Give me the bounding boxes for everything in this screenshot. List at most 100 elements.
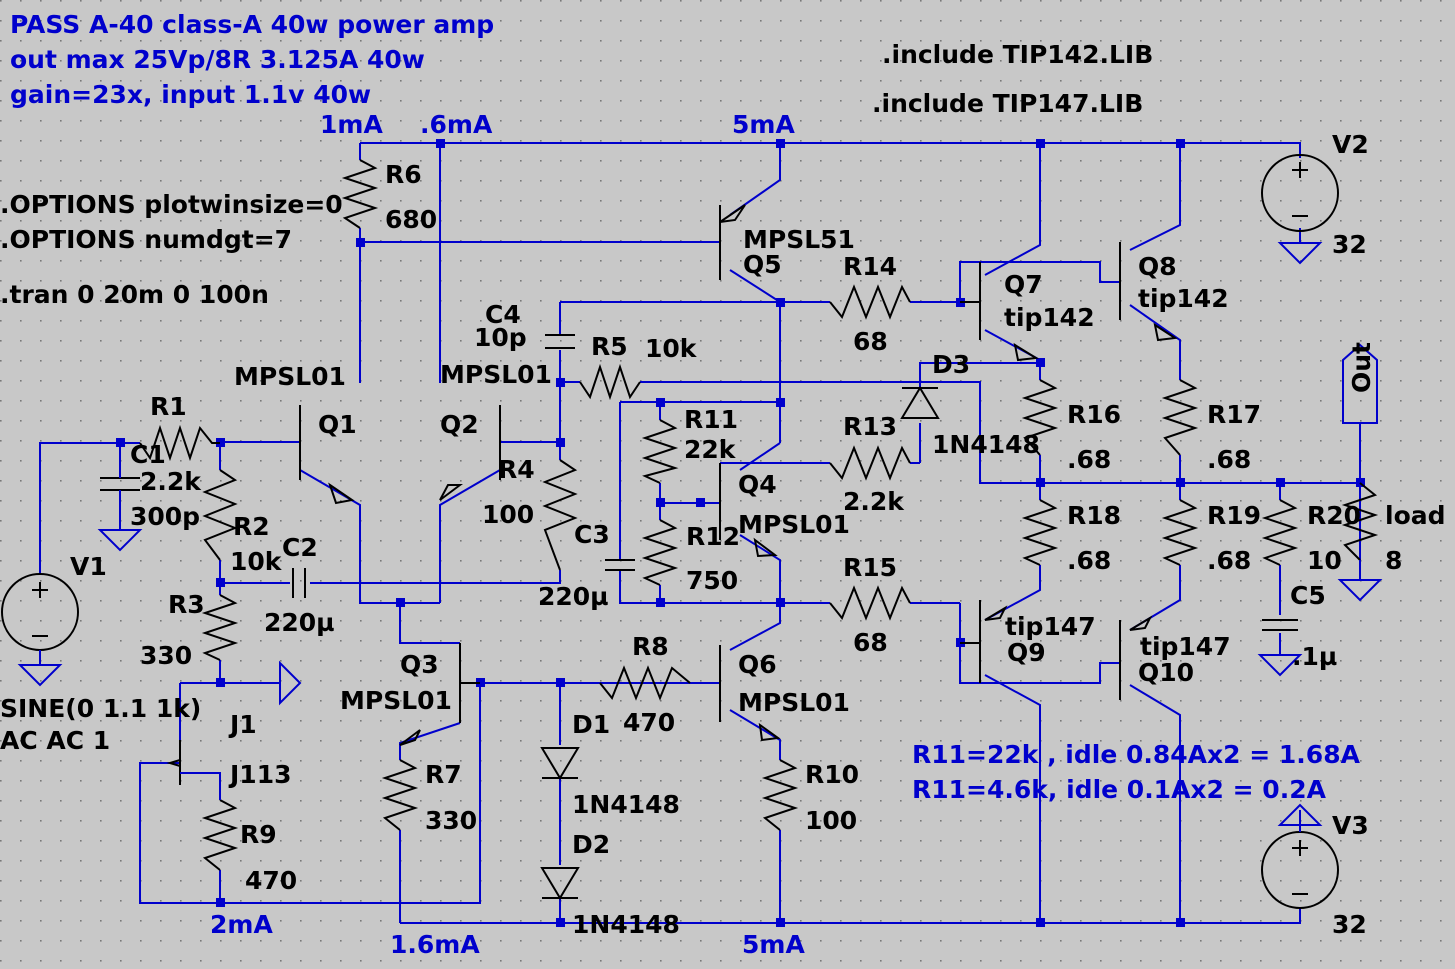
resistor-r12 — [641, 519, 679, 586]
svg-text:R13: R13 — [843, 412, 897, 441]
resistors — [139, 159, 1379, 871]
resistor-r10 — [761, 759, 799, 831]
svg-text:MPSL01: MPSL01 — [340, 686, 452, 715]
svg-text:2.2k: 2.2k — [843, 487, 905, 516]
ground-symbols — [17, 242, 1383, 687]
svg-text:220µ: 220µ — [538, 582, 609, 611]
ground-v2 — [1277, 242, 1323, 265]
svg-text:Q7: Q7 — [1004, 270, 1043, 299]
svg-text:D3: D3 — [932, 350, 970, 379]
svg-text:PASS A-40 class-A 40w power am: PASS A-40 class-A 40w power amp — [10, 10, 494, 39]
svg-text:2mA: 2mA — [210, 910, 273, 939]
capacitor-c3 — [605, 559, 635, 571]
svg-text:.include TIP142.LIB: .include TIP142.LIB — [882, 40, 1153, 69]
svg-text:tip147: tip147 — [1005, 612, 1096, 641]
svg-text:5mA: 5mA — [742, 930, 805, 959]
transistors — [299, 204, 1178, 746]
svg-text:D2: D2 — [572, 830, 610, 859]
resistor-r8 — [599, 665, 691, 701]
svg-text:.68: .68 — [1207, 546, 1251, 575]
svg-text:.tran 0 20m 0 100n: .tran 0 20m 0 100n — [0, 280, 269, 309]
svg-text:Q2: Q2 — [440, 410, 479, 439]
svg-text:32: 32 — [1332, 910, 1367, 939]
resistor-r14 — [829, 284, 911, 320]
svg-text:100: 100 — [805, 806, 857, 835]
svg-text:R5: R5 — [591, 332, 628, 361]
svg-text:2.2k: 2.2k — [140, 467, 202, 496]
svg-text:Q10: Q10 — [1138, 658, 1194, 687]
svg-text:R4: R4 — [498, 455, 535, 484]
diodes — [540, 386, 940, 900]
svg-text:R11=4.6k, idle 0.1Ax2 = 0.2A: R11=4.6k, idle 0.1Ax2 = 0.2A — [912, 775, 1327, 804]
svg-text:R7: R7 — [425, 760, 462, 789]
svg-text:MPSL01: MPSL01 — [738, 688, 850, 717]
flag-j1 — [279, 660, 302, 706]
svg-text:R19: R19 — [1207, 501, 1261, 530]
capacitor-c5 — [1262, 619, 1298, 631]
jfet-j1 — [166, 740, 221, 800]
svg-text:R15: R15 — [843, 553, 897, 582]
svg-text:C5: C5 — [1290, 581, 1326, 610]
svg-text:R18: R18 — [1067, 501, 1121, 530]
source-v1 — [1, 573, 79, 665]
svg-text:.include TIP147.LIB: .include TIP147.LIB — [872, 89, 1143, 118]
svg-text:R6: R6 — [385, 160, 422, 189]
svg-text:R8: R8 — [632, 632, 669, 661]
svg-text:out max 25Vp/8R 3.125A 40w: out max 25Vp/8R 3.125A 40w — [10, 45, 425, 74]
resistor-r19 — [1161, 499, 1199, 566]
svg-text:1N4148: 1N4148 — [572, 910, 680, 939]
svg-text:220µ: 220µ — [264, 608, 335, 637]
ground-c5 — [1257, 654, 1303, 677]
svg-text:MPSL01: MPSL01 — [440, 360, 552, 389]
resistor-r17 — [1161, 379, 1199, 456]
component-labels: R6 680 R1 2.2k C1 300p R2 10k C2 220µ R3… — [0, 130, 1446, 939]
svg-text:tip142: tip142 — [1138, 284, 1229, 313]
svg-text:MPSL51: MPSL51 — [743, 225, 855, 254]
svg-text:5mA: 5mA — [732, 110, 795, 139]
resistor-load — [1341, 482, 1379, 561]
svg-text:1N4148: 1N4148 — [572, 790, 680, 819]
resistor-r11 — [641, 419, 679, 484]
svg-text:68: 68 — [853, 327, 888, 356]
svg-text:R17: R17 — [1207, 400, 1261, 429]
svg-text:R10: R10 — [805, 760, 859, 789]
svg-text:R12: R12 — [686, 522, 740, 551]
svg-text:R9: R9 — [240, 820, 277, 849]
svg-text:.68: .68 — [1067, 445, 1111, 474]
svg-text:MPSL01: MPSL01 — [738, 510, 850, 539]
svg-text:MPSL01: MPSL01 — [234, 362, 346, 391]
svg-text:Q1: Q1 — [318, 410, 357, 439]
svg-text:330: 330 — [140, 641, 192, 670]
svg-text:AC AC 1: AC AC 1 — [0, 726, 110, 755]
svg-text:R16: R16 — [1067, 400, 1121, 429]
svg-text:470: 470 — [623, 708, 675, 737]
svg-text:1mA: 1mA — [320, 110, 383, 139]
svg-text:D1: D1 — [572, 710, 610, 739]
svg-text:SINE(0 1.1 1k): SINE(0 1.1 1k) — [0, 694, 201, 723]
resistor-r16 — [1021, 379, 1059, 456]
svg-text:10k: 10k — [645, 334, 698, 363]
svg-text:R20: R20 — [1307, 501, 1361, 530]
ground-c1 — [97, 529, 143, 552]
flag-out — [1342, 343, 1378, 424]
svg-text:gain=23x, input 1.1v 40w: gain=23x, input 1.1v 40w — [10, 80, 371, 109]
svg-text:R1: R1 — [150, 392, 187, 421]
resistor-r3 — [201, 594, 239, 661]
svg-text:1N4148: 1N4148 — [932, 430, 1040, 459]
svg-text:Q6: Q6 — [738, 650, 777, 679]
svg-text:100: 100 — [482, 500, 534, 529]
svg-text:Q9: Q9 — [1007, 638, 1046, 667]
resistor-r5 — [579, 363, 641, 401]
svg-text:C2: C2 — [282, 533, 318, 562]
resistor-r7 — [381, 759, 419, 831]
svg-text:V3: V3 — [1332, 811, 1369, 840]
svg-text:Q3: Q3 — [400, 650, 439, 679]
notes: R11=22k , idle 0.84Ax2 = 1.68A R11=4.6k,… — [912, 740, 1361, 804]
svg-text:32: 32 — [1332, 230, 1367, 259]
svg-text:Q5: Q5 — [743, 250, 782, 279]
diode-d1 — [540, 747, 580, 780]
svg-text:.68: .68 — [1207, 445, 1251, 474]
svg-text:C3: C3 — [574, 520, 610, 549]
capacitor-c1 — [100, 470, 140, 510]
